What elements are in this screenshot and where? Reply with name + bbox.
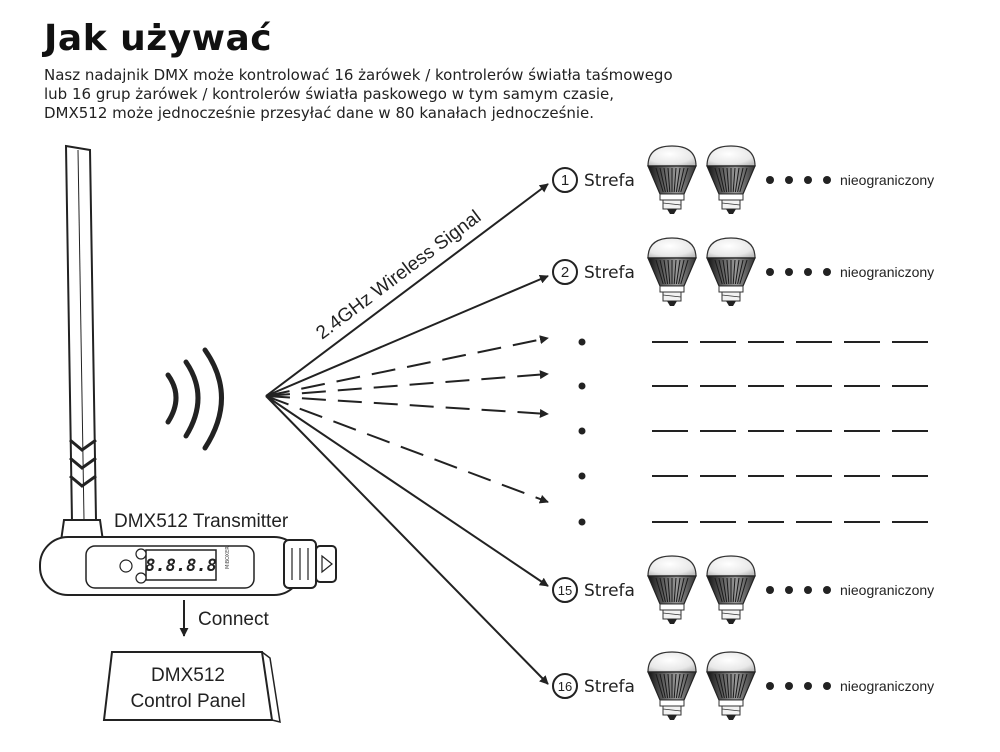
zone-number-badge bbox=[552, 167, 578, 193]
page-title: Jak używać bbox=[44, 18, 273, 59]
light-bulb-icon bbox=[706, 651, 756, 720]
continuation-dots bbox=[766, 682, 831, 690]
zone-unlimited-label: nieograniczony bbox=[840, 264, 934, 280]
zone-label: Strefa bbox=[584, 677, 635, 697]
description-line-2: lub 16 grup żarówek / kontrolerów światł… bbox=[44, 85, 615, 103]
zone-label: Strefa bbox=[584, 263, 635, 283]
zone-number: 16 bbox=[558, 679, 572, 694]
continuation-dots bbox=[766, 268, 831, 276]
zone-number-badge bbox=[552, 259, 578, 285]
antenna bbox=[58, 144, 106, 549]
ray-zone-1 bbox=[265, 183, 549, 397]
intermediate-zone-row bbox=[578, 427, 934, 435]
ray-dashed-3 bbox=[265, 395, 549, 418]
intermediate-zone-row bbox=[578, 338, 934, 346]
zone-row: 1 Strefa nieograniczony bbox=[552, 145, 934, 214]
control-panel bbox=[102, 651, 281, 724]
transmitter-display: 8.8.8.8 bbox=[145, 556, 217, 576]
description: Nasz nadajnik DMX może kontrolować 16 ża… bbox=[44, 66, 804, 123]
transmitter-device: 8.8.8.8 MiBOXER bbox=[39, 536, 337, 596]
transmitter-label: DMX512 Transmitter bbox=[114, 511, 289, 532]
ray-dashed-4 bbox=[265, 395, 549, 504]
zone-label: Strefa bbox=[584, 171, 635, 191]
ray-zone-2 bbox=[265, 275, 549, 397]
intermediate-zone-row bbox=[578, 518, 934, 526]
continuation-dots bbox=[766, 176, 831, 184]
description-line-3: DMX512 może jednocześnie przesyłać dane … bbox=[44, 104, 595, 122]
zone-number-badge bbox=[552, 673, 578, 699]
transmitter-small-label: MiBOXER bbox=[225, 546, 231, 569]
intermediate-zones bbox=[578, 338, 934, 526]
intermediate-zone-row bbox=[578, 472, 934, 480]
ray-dashed-2 bbox=[265, 370, 549, 397]
connect-label: Connect bbox=[198, 609, 269, 630]
zone-row: 15 Strefa nieograniczony bbox=[552, 555, 934, 624]
ray-dashed-1 bbox=[265, 335, 549, 397]
zone-label: Strefa bbox=[584, 581, 635, 601]
wireless-signal-icon bbox=[165, 347, 224, 451]
minus-button[interactable] bbox=[135, 572, 147, 584]
intermediate-zone-row bbox=[578, 382, 934, 390]
description-line-1: Nasz nadajnik DMX może kontrolować 16 ża… bbox=[44, 66, 673, 84]
control-panel-line-1: DMX512 bbox=[151, 665, 225, 686]
light-bulb-icon bbox=[706, 555, 756, 624]
zone-row: 16 Strefa nieograniczony bbox=[552, 651, 934, 720]
light-bulb-icon bbox=[706, 237, 756, 306]
continuation-dots bbox=[766, 586, 831, 594]
light-bulb-icon bbox=[647, 237, 697, 306]
control-panel-line-2: Control Panel bbox=[130, 691, 245, 712]
mode-button[interactable] bbox=[119, 559, 133, 573]
zone-unlimited-label: nieograniczony bbox=[840, 172, 934, 188]
zone-unlimited-label: nieograniczony bbox=[840, 678, 934, 694]
light-bulb-icon bbox=[647, 145, 697, 214]
zone-unlimited-label: nieograniczony bbox=[840, 582, 934, 598]
zone-number: 2 bbox=[561, 264, 569, 281]
light-bulb-icon bbox=[647, 651, 697, 720]
ray-zone-16 bbox=[265, 395, 549, 685]
zone-number: 15 bbox=[558, 583, 572, 598]
zone-row: 2 Strefa nieograniczony bbox=[552, 237, 934, 306]
ray-zone-15 bbox=[265, 395, 549, 587]
plus-button[interactable] bbox=[135, 548, 147, 560]
signal-label: 2.4GHz Wireless Signal bbox=[312, 206, 485, 344]
light-bulb-icon bbox=[706, 145, 756, 214]
signal-rays bbox=[265, 183, 549, 685]
zone-number: 1 bbox=[561, 172, 569, 189]
zone-number-badge bbox=[552, 577, 578, 603]
light-bulb-icon bbox=[647, 555, 697, 624]
